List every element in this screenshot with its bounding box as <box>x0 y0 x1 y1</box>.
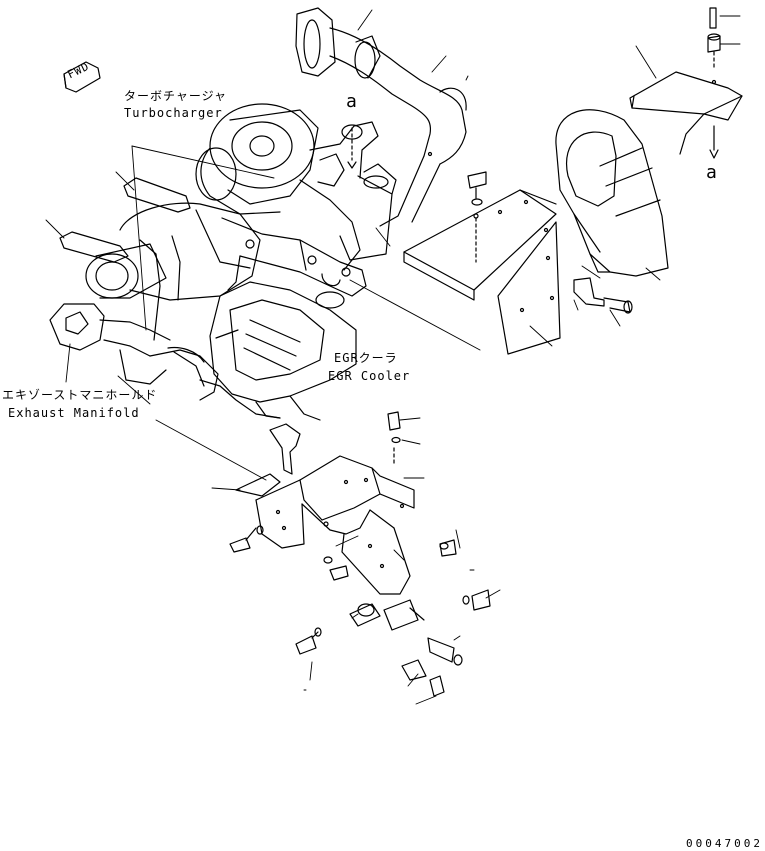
egr-cooler-label-ja: EGRクーラ <box>334 351 398 365</box>
heat-shield-cover <box>555 109 669 277</box>
bolts <box>229 411 491 697</box>
intake-assembly <box>59 177 261 341</box>
turbocharger-label-ja: ターボチャージャ <box>124 89 228 103</box>
exhaust-manifold-label-en: Exhaust Manifold <box>8 406 140 420</box>
egr-pipe <box>339 163 397 261</box>
leader-lines <box>45 9 741 705</box>
turbocharger <box>195 103 379 271</box>
document-number: 00047002 <box>686 837 763 850</box>
mounting-bracket <box>221 217 367 297</box>
exhaust-manifold-label-ja: エキゾーストマニホールド <box>2 388 158 402</box>
top-right-bracket <box>629 7 743 155</box>
reference-arrow-icon <box>347 125 719 169</box>
egr-cooler-label-en: EGR Cooler <box>328 369 411 383</box>
upper-exhaust-pipe <box>295 7 467 227</box>
fwd-arrow-icon <box>63 61 101 93</box>
heat-shield-upper <box>403 171 561 355</box>
turbocharger-label-en: Turbocharger <box>124 106 223 120</box>
cover-bracket <box>573 277 633 314</box>
lower-bracket-assembly <box>235 423 415 595</box>
egr-cooler <box>209 281 357 421</box>
reference-a-right: a <box>706 162 718 183</box>
exhaust-manifold <box>49 303 281 419</box>
reference-a-top: a <box>346 91 358 112</box>
